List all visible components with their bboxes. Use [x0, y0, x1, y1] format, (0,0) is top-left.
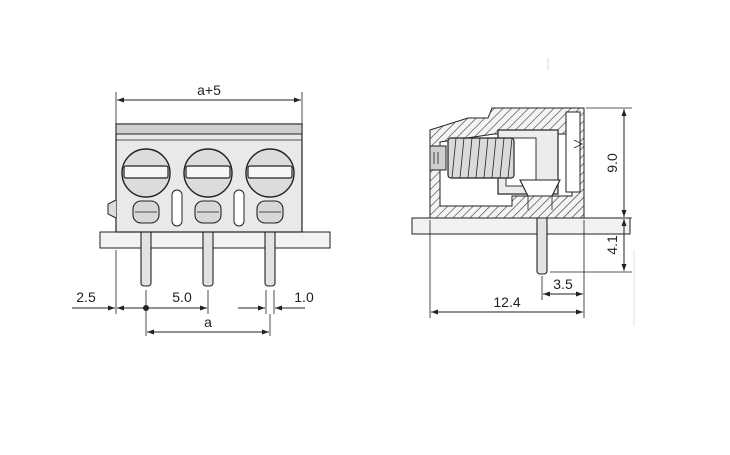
- dim-pin-width-label: 1.0: [294, 289, 314, 305]
- side-pcb-plate: [411, 217, 631, 235]
- screw-2: [183, 148, 233, 198]
- dim-pin-width: 1.0: [238, 289, 314, 311]
- front-view: a+5 2.5 5.0 1.0 a: [72, 82, 331, 336]
- dim-overall-width-label: a+5: [197, 82, 221, 98]
- front-slot-2: [233, 189, 245, 227]
- screw-3: [245, 148, 295, 198]
- dim-pitch-symbol-label: a: [204, 314, 212, 330]
- dim-pitch-label: 5.0: [172, 289, 192, 305]
- front-slot-1: [171, 189, 183, 227]
- dim-pin-offset: 3.5: [541, 220, 585, 318]
- dim-pin-offset-label: 3.5: [553, 276, 573, 292]
- dim-depth-label: 12.4: [493, 294, 520, 310]
- screw-1: [121, 148, 171, 198]
- dim-offset-left-label: 2.5: [76, 289, 96, 305]
- dim-pin-length-label: 4.1: [604, 235, 620, 255]
- dim-pitch: 5.0: [148, 289, 207, 311]
- front-pcb-plate: [99, 231, 331, 249]
- dim-pitch-symbol: a: [147, 314, 269, 335]
- side-view: 9.0 4.1 3.5 12.4: [411, 58, 635, 326]
- dim-depth: 12.4: [429, 220, 583, 318]
- front-screws: [121, 148, 295, 198]
- dim-height-label: 9.0: [604, 153, 620, 173]
- dim-overall-width: a+5: [115, 82, 303, 124]
- front-pins: [140, 227, 276, 287]
- front-wire-entries: [132, 200, 284, 224]
- dim-height: 9.0: [586, 107, 632, 219]
- dim-offset-left: 2.5: [72, 289, 149, 311]
- front-latch: [107, 199, 117, 219]
- dim-pin-length: 4.1: [550, 219, 632, 273]
- front-top-band: [115, 123, 303, 135]
- side-pin: [536, 209, 548, 275]
- side-screw: [429, 137, 515, 179]
